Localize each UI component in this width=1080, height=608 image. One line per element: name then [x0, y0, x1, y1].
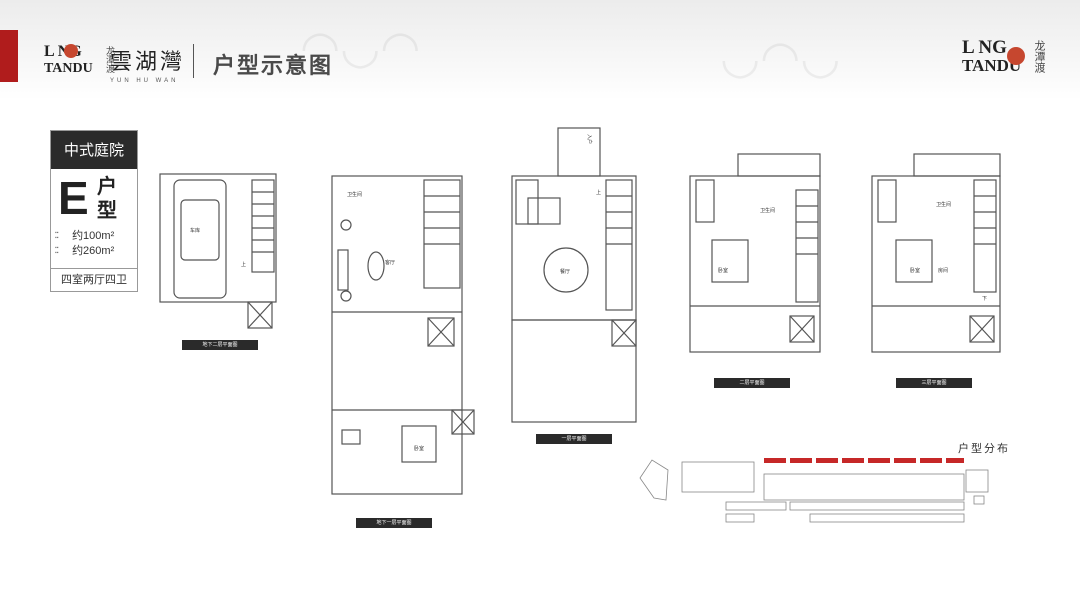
ink-watermark: ◠◡◠	[300, 20, 421, 74]
style-label: 中式庭院	[51, 131, 137, 169]
f3-bed	[895, 239, 933, 283]
area-1-tag: ▪▪▪▪	[55, 230, 59, 242]
room-config: 四室两厅四卫	[51, 268, 137, 291]
label-up-b2: 上	[241, 261, 246, 268]
unit-letter: E	[58, 172, 89, 224]
site-map	[639, 459, 989, 523]
label-down-f3: 下	[982, 296, 987, 302]
f2-bed	[711, 239, 749, 283]
logo-circle-icon	[1007, 47, 1025, 65]
plan-f3	[871, 153, 1001, 353]
caption-f3: 三层平面图	[896, 378, 972, 388]
label-living: 客厅	[385, 259, 395, 266]
area-2: ▪▪▪▪ 约260m²	[51, 244, 137, 259]
plan-f1	[511, 127, 637, 423]
caption-f1: 一层平面图	[536, 434, 612, 444]
title-divider	[193, 44, 194, 78]
logo-circle-right	[1006, 47, 1026, 65]
label-bedroom-b1: 卧室	[414, 445, 424, 452]
caption-b1: 地下一层平面图	[356, 518, 432, 528]
logo-cn: 龙潭渡	[104, 46, 114, 73]
plan-b2	[159, 173, 277, 329]
longtandu-logo-right: L NG TANDU 龙潭渡	[962, 37, 1046, 75]
distribution-label: 户型分布	[958, 442, 1010, 455]
label-bath-b1: 卫生间	[347, 191, 362, 198]
label-up-f1: 上	[596, 189, 601, 196]
label-entrance: 入户	[586, 134, 593, 144]
logo-circle-icon-left	[64, 43, 78, 58]
logo-mark-top-right: L NG	[962, 37, 1007, 58]
caption-f2: 二层平面图	[714, 378, 790, 388]
area-2-tag: ▪▪▪▪	[55, 245, 59, 257]
page-title: 户型示意图	[213, 53, 334, 78]
project-logo: 雲湖灣 YUN HU WAN	[110, 44, 185, 84]
project-pinyin: YUN HU WAN	[110, 78, 179, 84]
label-dining: 餐厅	[560, 268, 570, 275]
caption-b2: 地下二层平面图	[182, 340, 258, 350]
label-study-f3: 房间	[938, 267, 948, 274]
highlight-units	[764, 458, 964, 463]
plan-b1	[331, 175, 475, 495]
dining-table	[543, 247, 589, 293]
accent-tab	[0, 30, 18, 82]
logo-cn-right: 龙潭渡	[1033, 40, 1046, 73]
unit-type: E 户型	[51, 169, 137, 229]
logo-circle-left	[63, 43, 79, 59]
label-garage: 车库	[190, 227, 200, 234]
label-bath-f3: 卫生间	[936, 201, 951, 208]
logo-mark-bottom-right: TANDU	[962, 56, 1022, 75]
ink-watermark-2: ◡◠◡	[720, 30, 841, 84]
area-2-value: 约260m²	[72, 245, 115, 257]
project-name: 雲湖灣	[110, 50, 186, 75]
label-bedroom-f2: 卧室	[718, 267, 728, 274]
label-bath-f2: 卫生间	[760, 207, 775, 214]
car-shape	[173, 179, 227, 299]
label-bedroom-f3: 卧室	[910, 267, 920, 274]
b1-bed	[401, 425, 437, 463]
plan-f2	[689, 153, 821, 353]
area-1: ▪▪▪▪ 约100m²	[51, 229, 137, 244]
header-band	[0, 0, 1080, 100]
unit-suffix: 户型	[97, 176, 117, 222]
logo-mark-bottom: TANDU	[44, 61, 93, 76]
unit-info-card: 中式庭院 E 户型 ▪▪▪▪ 约100m² ▪▪▪▪ 约260m² 四室两厅四卫	[50, 130, 138, 292]
area-1-value: 约100m²	[72, 230, 115, 242]
